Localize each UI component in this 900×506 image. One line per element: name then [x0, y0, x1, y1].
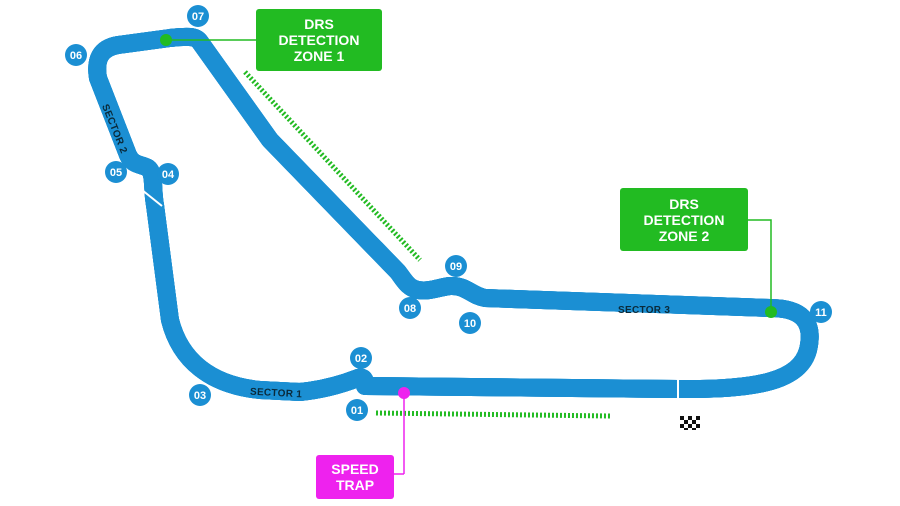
svg-text:ZONE 1: ZONE 1	[294, 48, 345, 64]
svg-text:03: 03	[194, 390, 206, 402]
corner-10: 10	[459, 312, 481, 334]
corner-03: 03	[189, 384, 211, 406]
svg-text:05: 05	[110, 167, 122, 179]
svg-text:07: 07	[192, 11, 204, 23]
svg-text:10: 10	[464, 318, 476, 330]
drs-detection-zone-1: DRS DETECTION ZONE 1	[160, 9, 382, 71]
corner-09: 09	[445, 255, 467, 277]
drs-zone-2-box	[620, 188, 748, 251]
svg-text:DETECTION: DETECTION	[644, 212, 725, 228]
corner-05: 05	[105, 161, 127, 183]
drs-zone-1-marker	[160, 34, 172, 46]
svg-text:01: 01	[351, 405, 363, 417]
corner-08: 08	[399, 297, 421, 319]
sector-1-label: SECTOR 1	[250, 387, 303, 401]
svg-text:09: 09	[450, 261, 462, 273]
svg-text:DRS: DRS	[304, 16, 334, 32]
corner-04: 04	[157, 163, 179, 185]
drs-detection-zone-2: DRS DETECTION ZONE 2	[620, 188, 777, 318]
drs-zone-2-marker	[765, 306, 777, 318]
speed-trap-box	[316, 455, 394, 499]
drs-zone-2-leader	[748, 219, 772, 312]
speed-trap: SPEED TRAP	[316, 387, 410, 499]
svg-text:04: 04	[162, 169, 175, 181]
sector-3-label: SECTOR 3	[618, 305, 670, 316]
corner-11: 11	[810, 301, 832, 323]
svg-text:DETECTION: DETECTION	[279, 32, 360, 48]
corner-badges: 01 02 03 04 05 06 07 08 09 10 11	[65, 5, 832, 421]
svg-text:08: 08	[404, 303, 416, 315]
drs-zone-1-box	[256, 9, 382, 71]
speed-trap-marker	[398, 387, 410, 399]
drs-zone-main-straight-activation	[375, 410, 611, 419]
corner-01: 01	[346, 399, 368, 421]
svg-text:DRS: DRS	[669, 196, 699, 212]
svg-text:02: 02	[355, 353, 367, 365]
svg-text:ZONE 2: ZONE 2	[659, 228, 710, 244]
corner-06: 06	[65, 44, 87, 66]
corner-07: 07	[187, 5, 209, 27]
drs-zone-1-activation	[243, 70, 422, 262]
checkered-flag-icon	[680, 416, 700, 430]
svg-text:TRAP: TRAP	[336, 477, 374, 493]
corner-02: 02	[350, 347, 372, 369]
sector-boundary-1	[141, 189, 163, 207]
svg-text:11: 11	[815, 307, 827, 319]
svg-text:SPEED: SPEED	[331, 461, 378, 477]
svg-text:06: 06	[70, 50, 82, 62]
